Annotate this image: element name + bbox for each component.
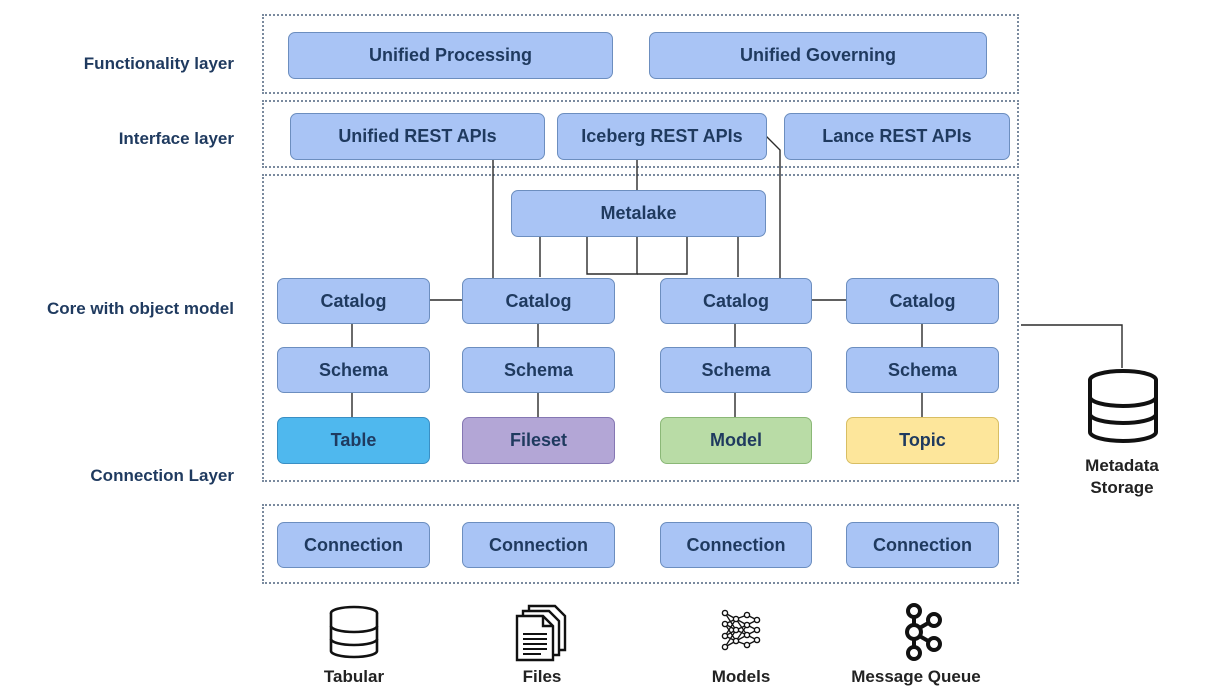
functionality-layer-box (262, 14, 1019, 94)
kafka-icon (905, 603, 942, 661)
files-icon (515, 604, 567, 662)
schema-node: Schema (660, 347, 812, 393)
schema-node: Schema (846, 347, 999, 393)
schema-node: Schema (462, 347, 615, 393)
functionality-layer-label: Functionality layer (83, 54, 234, 73)
connection-layer-label: Connection Layer (90, 466, 234, 485)
models-label: Models (711, 667, 771, 686)
catalog-node: Catalog (660, 278, 812, 324)
connection-node: Connection (277, 522, 430, 568)
metalake-node: Metalake (511, 190, 766, 237)
database-icon (329, 605, 379, 659)
tabular-label: Tabular (323, 667, 385, 686)
unified-rest-apis-node: Unified REST APIs (290, 113, 545, 160)
connection-node: Connection (660, 522, 812, 568)
schema-node: Schema (277, 347, 430, 393)
iceberg-rest-apis-node: Iceberg REST APIs (557, 113, 767, 160)
core-layer-label: Core with object model (46, 299, 234, 318)
core-layer-box (262, 174, 1019, 482)
neural-network-icon (721, 609, 761, 651)
model-node: Model (660, 417, 812, 464)
connection-layer-box (262, 504, 1019, 584)
connection-node: Connection (462, 522, 615, 568)
unified-governing-node: Unified Governing (649, 32, 987, 79)
interface-layer-label: Interface layer (118, 129, 234, 148)
catalog-node: Catalog (277, 278, 430, 324)
topic-node: Topic (846, 417, 999, 464)
unified-processing-node: Unified Processing (288, 32, 613, 79)
database-icon (1088, 369, 1158, 443)
connection-node: Connection (846, 522, 999, 568)
lance-rest-apis-node: Lance REST APIs (784, 113, 1010, 160)
catalog-node: Catalog (846, 278, 999, 324)
table-node: Table (277, 417, 430, 464)
files-label: Files (522, 667, 562, 686)
fileset-node: Fileset (462, 417, 615, 464)
message-queue-label: Message Queue (851, 667, 981, 686)
interface-layer-box (262, 100, 1019, 168)
metadata-storage-label: Metadata Storage (1085, 456, 1159, 497)
catalog-node: Catalog (462, 278, 615, 324)
